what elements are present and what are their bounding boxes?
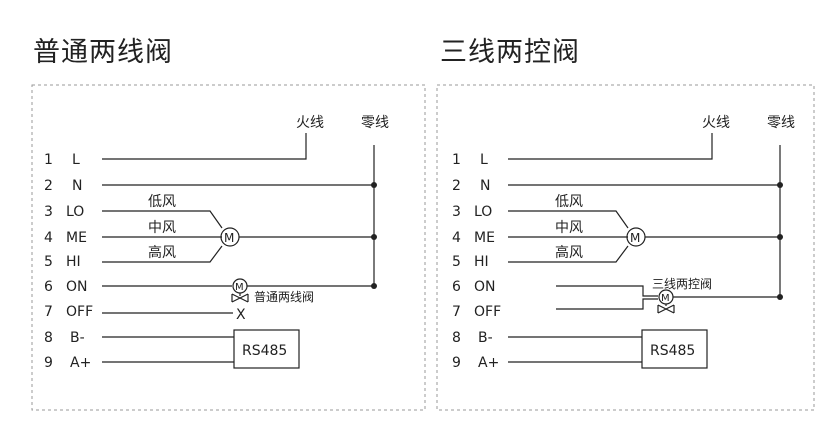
- junction-dot: [371, 182, 377, 188]
- neutral-wire-label: 零线: [361, 115, 389, 131]
- low-speed-wire: [102, 210, 223, 229]
- valve-icon: [657, 304, 675, 314]
- neutral-wire-label: 零线: [767, 115, 795, 131]
- terminal-number: 7: [452, 304, 461, 320]
- junction-dot: [371, 283, 377, 289]
- terminal-label: N: [72, 178, 82, 194]
- off-wire: [556, 298, 658, 310]
- terminal-label: B-: [478, 330, 493, 346]
- low-speed-wire: [508, 210, 629, 229]
- valve-label: 三线两控阀: [652, 277, 712, 291]
- terminal-number: 6: [44, 279, 53, 295]
- low-speed-label: 低风: [148, 194, 176, 210]
- terminal-label: ON: [474, 279, 496, 295]
- right-panel: 1 L 2 N 3 LO 4 ME 5 HI 6 ON 7 OFF 8 B- 9…: [436, 84, 815, 411]
- left-panel: 1 L 2 N 3 LO 4 ME 5 HI 6 ON 7 OFF 8 B- 9…: [31, 84, 426, 411]
- terminal-number: 8: [452, 330, 461, 346]
- left-terminal-list: 1 L 2 N 3 LO 4 ME 5 HI 6 ON 7 OFF 8 B- 9…: [44, 152, 93, 371]
- on-wire: [556, 285, 658, 297]
- terminal-label: B-: [70, 330, 85, 346]
- terminal-number: 6: [452, 279, 461, 295]
- terminal-number: 8: [44, 330, 53, 346]
- terminal-number: 3: [44, 204, 53, 220]
- valve-motor-symbol: M: [235, 282, 244, 293]
- terminal-number: 5: [44, 254, 53, 270]
- terminal-label: A+: [478, 355, 499, 371]
- terminal-number: 5: [452, 254, 461, 270]
- high-speed-label: 高风: [148, 244, 176, 261]
- terminal-number: 1: [452, 152, 461, 168]
- junction-dot: [777, 294, 783, 300]
- high-speed-wire: [508, 245, 629, 263]
- terminal-label: LO: [474, 204, 492, 220]
- left-panel-border: [31, 84, 426, 411]
- right-panel-border: [436, 84, 815, 411]
- terminal-label: ME: [66, 230, 87, 246]
- terminal-label: OFF: [66, 304, 93, 320]
- terminal-label: HI: [474, 254, 489, 270]
- terminal-number: 9: [452, 355, 461, 371]
- high-speed-label: 高风: [555, 244, 583, 261]
- live-wire-label: 火线: [702, 115, 730, 131]
- valve-label: 普通两线阀: [254, 290, 314, 304]
- terminal-label: L: [480, 152, 488, 168]
- terminal-number: 7: [44, 304, 53, 320]
- mid-speed-label: 中风: [148, 220, 176, 236]
- rs485-label: RS485: [242, 343, 287, 359]
- live-wire-label: 火线: [296, 115, 324, 131]
- junction-dot: [777, 234, 783, 240]
- fan-motor-symbol: M: [224, 231, 234, 245]
- terminal-number: 9: [44, 355, 53, 371]
- low-speed-label: 低风: [555, 194, 583, 210]
- junction-dot: [371, 234, 377, 240]
- terminal-number: 2: [452, 178, 461, 194]
- terminal-label: ME: [474, 230, 495, 246]
- terminal-number: 2: [44, 178, 53, 194]
- rs485-label: RS485: [650, 343, 695, 359]
- live-wire: [508, 133, 713, 160]
- junction-dot: [777, 182, 783, 188]
- live-wire: [102, 133, 307, 160]
- terminal-label: A+: [70, 355, 91, 371]
- terminal-number: 3: [452, 204, 461, 220]
- terminal-label: N: [480, 178, 490, 194]
- valve-icon: [231, 293, 249, 303]
- terminal-label: LO: [66, 204, 84, 220]
- rs485-box: [233, 329, 300, 369]
- off-unused-mark: X: [236, 307, 246, 323]
- fan-motor-symbol: M: [630, 231, 640, 245]
- right-terminal-list: 1 L 2 N 3 LO 4 ME 5 HI 6 ON 7 OFF 8 B- 9…: [452, 152, 501, 371]
- terminal-number: 4: [44, 230, 53, 246]
- right-diagram-title: 三线两控阀: [440, 37, 580, 68]
- terminal-label: ON: [66, 279, 88, 295]
- terminal-number: 1: [44, 152, 53, 168]
- valve-motor-symbol: M: [661, 293, 670, 304]
- rs485-box: [641, 329, 708, 369]
- high-speed-wire: [102, 245, 223, 263]
- terminal-label: L: [72, 152, 80, 168]
- terminal-label: HI: [66, 254, 81, 270]
- terminal-label: OFF: [474, 304, 501, 320]
- mid-speed-label: 中风: [555, 220, 583, 236]
- terminal-number: 4: [452, 230, 461, 246]
- left-diagram-title: 普通两线阀: [33, 37, 173, 68]
